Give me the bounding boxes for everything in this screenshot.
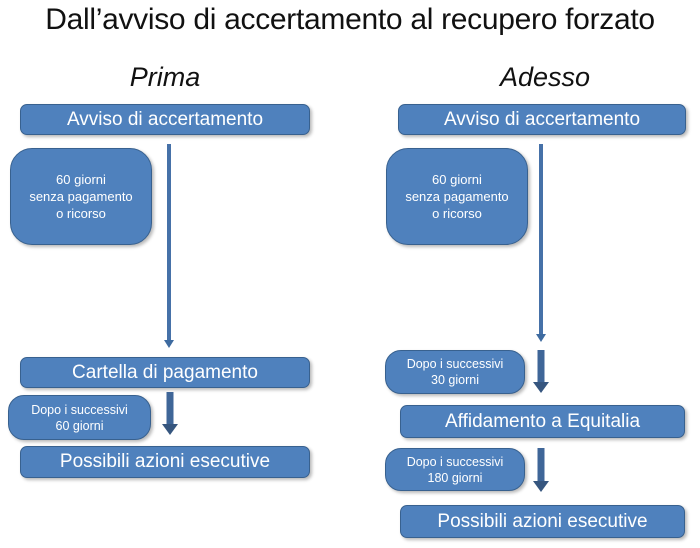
node-line-2: senza pagamento [29, 189, 133, 204]
node-line-1: 60 giorni [56, 172, 106, 187]
column-heading-prima: Prima [129, 62, 201, 92]
node-prima-cartella-di-pagamento: Cartella di pagamento [20, 357, 310, 388]
node-label: Cartella di pagamento [72, 361, 258, 383]
node-adesso-affidamento-equitalia: Affidamento a Equitalia [400, 405, 685, 438]
node-line-2: 30 giorni [431, 373, 479, 387]
node-label: Possibili azioni esecutive [59, 451, 271, 472]
node-label: Possibili azioni esecutive [437, 510, 648, 532]
node-line-3: o ricorso [56, 206, 106, 221]
node-adesso-possibili-azioni-esecutive: Possibili azioni esecutive [400, 505, 685, 538]
column-heading-adesso: Adesso [499, 62, 591, 92]
node-line-1: 60 giorni [432, 172, 482, 187]
node-prima-dopo-60-giorni: Dopo i successivi 60 giorni [8, 395, 151, 440]
node-line-2: 180 giorni [427, 470, 483, 485]
node-line-3: o ricorso [432, 206, 482, 221]
node-adesso-dopo-30-giorni: Dopo i successivi 30 giorni [385, 350, 525, 394]
node-adesso-dopo-180-giorni: Dopo i successivi 180 giorni [385, 448, 525, 491]
node-line-1: Dopo i successivi [406, 454, 504, 469]
node-line-1: Dopo i successivi [31, 402, 128, 417]
node-prima-possibili-azioni-esecutive: Possibili azioni esecutive [20, 446, 310, 478]
node-line-2: 60 giorni [55, 418, 104, 433]
node-prima-60-giorni: 60 giorni senza pagamento o ricorso [10, 148, 152, 245]
node-adesso-avviso: Avviso di accertamento [398, 104, 686, 135]
node-prima-avviso: Avviso di accertamento [20, 104, 310, 135]
node-line-1: Dopo i successivi [406, 357, 504, 371]
node-label: Avviso di accertamento [66, 108, 264, 130]
node-line-2: senza pagamento [405, 189, 509, 204]
node-label: Affidamento a Equitalia [444, 410, 641, 432]
node-label: Avviso di accertamento [443, 108, 641, 130]
node-adesso-60-giorni: 60 giorni senza pagamento o ricorso [386, 148, 528, 245]
page-title: Dall’avviso di accertamento al recupero … [45, 3, 655, 36]
